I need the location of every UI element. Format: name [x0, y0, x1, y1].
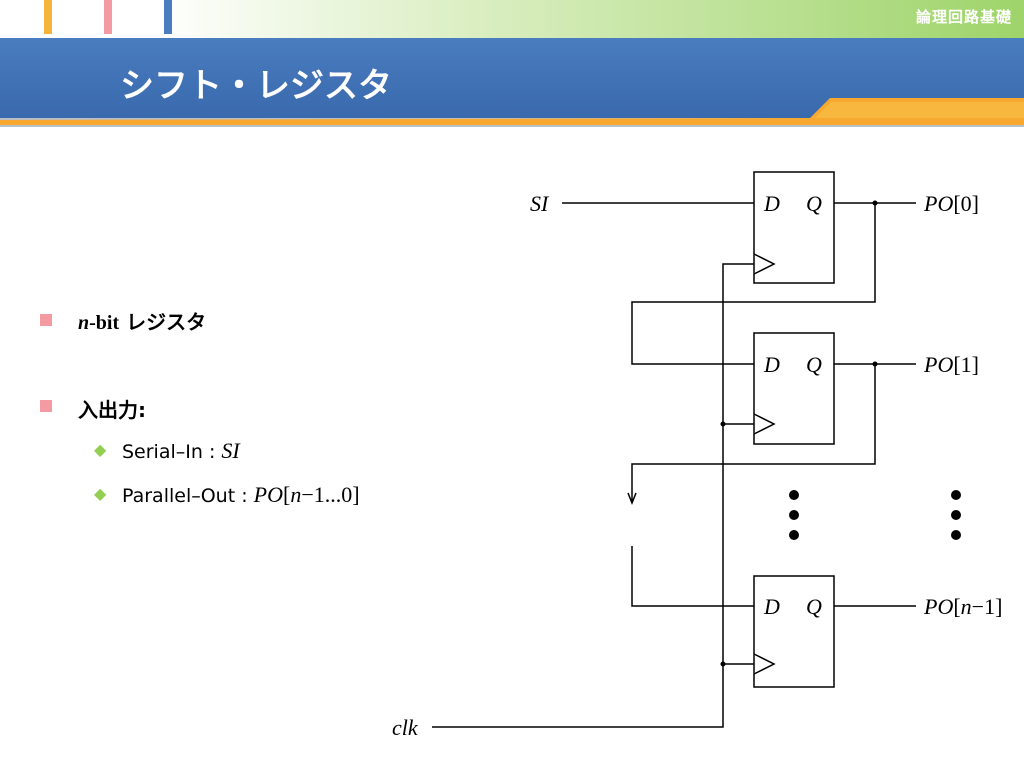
arrow-down-icon: [627, 492, 637, 506]
q-label: Q: [806, 352, 822, 377]
si-symbol: SI: [221, 438, 240, 463]
bullet-nbit-register: n-bit レジスタ: [78, 306, 206, 335]
d-label: D: [763, 191, 780, 216]
n-symbol: n: [961, 594, 972, 619]
po-symbol: PO: [923, 191, 953, 216]
diamond-bullet-icon: ◆: [94, 484, 107, 503]
po0-label: PO[0]: [923, 191, 979, 216]
diamond-bullet-icon: ◆: [94, 440, 107, 459]
register-label: レジスタ: [126, 310, 207, 334]
flip-flop-1: [753, 332, 835, 445]
flip-flop-0: [753, 171, 835, 284]
q-label: Q: [806, 191, 822, 216]
n-symbol: n: [290, 482, 302, 507]
vertical-ellipsis-icon: [951, 490, 961, 500]
pon-label: PO[n−1]: [923, 594, 1002, 619]
parallel-out-text: Parallel–Out :: [122, 485, 254, 507]
io-label: 入出力: [78, 398, 138, 422]
d-label: D: [763, 352, 780, 377]
clock-triangle-icon: [753, 253, 776, 275]
po0-index: [0]: [953, 191, 979, 216]
po1-label: PO[1]: [923, 352, 979, 377]
flip-flop-n-1: [753, 575, 835, 688]
bracket: [: [953, 594, 960, 619]
pon-index: −1]: [972, 594, 1003, 619]
range-text: −1...0]: [301, 482, 360, 507]
accent-stripe-blue: [164, 0, 172, 34]
clock-triangle-icon: [753, 653, 776, 675]
po-symbol: PO: [923, 594, 953, 619]
si-label: SI: [530, 191, 550, 216]
slide-title: シフト・レジスタ: [120, 66, 392, 106]
io-colon: :: [138, 398, 146, 422]
orange-accent-bar: [0, 98, 1024, 125]
bit-text: -bit: [89, 312, 120, 334]
top-banner: 論理回路基礎: [0, 0, 1024, 38]
po-symbol: PO: [923, 352, 953, 377]
clock-triangle-icon: [753, 413, 776, 435]
q-label: Q: [806, 594, 822, 619]
po-symbol: PO: [253, 482, 283, 507]
vertical-ellipsis-icon: [789, 490, 799, 500]
serial-in-text: Serial–In :: [122, 441, 222, 463]
d-label: D: [763, 594, 780, 619]
course-title: 論理回路基礎: [915, 8, 1012, 26]
bullet-square: [40, 400, 52, 412]
parallel-out-item: Parallel–Out : PO[n−1...0]: [122, 482, 360, 508]
n-symbol: n: [78, 312, 90, 334]
accent-stripe-pink: [104, 0, 112, 34]
po1-index: [1]: [953, 352, 979, 377]
bullet-io: 入出力:: [78, 394, 146, 423]
bracket: [: [282, 482, 291, 507]
serial-in-item: Serial–In : SI: [122, 438, 240, 464]
bullet-square: [40, 314, 52, 326]
clk-label: clk: [392, 715, 419, 740]
accent-stripe-orange: [44, 0, 52, 34]
